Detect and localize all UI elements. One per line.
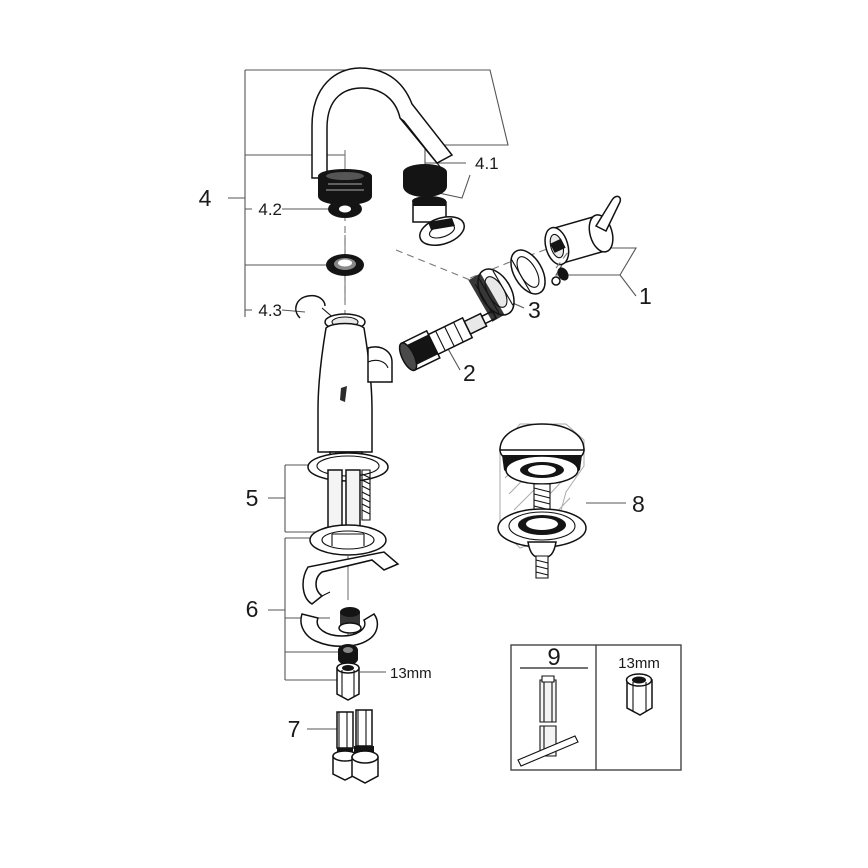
aerator-key bbox=[419, 215, 465, 247]
dimension-label-socket-nut: 13mm bbox=[390, 665, 432, 682]
leader-2 bbox=[446, 346, 461, 371]
installation-tool-icon bbox=[517, 675, 579, 767]
part-bushing bbox=[326, 254, 364, 276]
callout-labels: 4 4.2 4.3 4.1 1 2 3 5 6 7 8 13mm 13mm 9 bbox=[199, 154, 660, 742]
handle-lever-arm bbox=[594, 195, 622, 233]
leader-1 bbox=[619, 274, 637, 297]
body-side-port bbox=[367, 346, 393, 383]
handle-set-screw bbox=[551, 267, 569, 286]
spout-tube-outline bbox=[311, 67, 454, 179]
callout-label-4-2: 4.2 bbox=[258, 200, 282, 219]
brass-nut bbox=[338, 644, 358, 665]
dimension-label-socket-tool: 13mm bbox=[618, 655, 660, 672]
tool-box-number: 9 bbox=[547, 644, 560, 671]
part-cap-ring bbox=[510, 249, 546, 295]
set-screw-axis bbox=[555, 251, 569, 269]
part-popup-waste bbox=[497, 423, 587, 579]
hose-left bbox=[332, 711, 358, 781]
part-cartridge bbox=[398, 309, 498, 372]
axis-cartridge bbox=[395, 249, 471, 281]
callout-label-4-3: 4.3 bbox=[258, 301, 282, 320]
cartridge-neck bbox=[463, 312, 488, 336]
waste-cap-dome bbox=[499, 423, 585, 451]
callout-label-7: 7 bbox=[288, 716, 301, 742]
part-connection-hoses bbox=[332, 709, 379, 784]
callout-label-4: 4 bbox=[199, 185, 212, 211]
part-retaining-ring bbox=[468, 268, 515, 322]
callout-label-2: 2 bbox=[463, 360, 476, 386]
aerator-cap-body bbox=[403, 172, 447, 197]
leader-4-3 bbox=[245, 309, 306, 313]
callout-label-1: 1 bbox=[639, 283, 652, 309]
part-spout bbox=[311, 67, 454, 205]
threaded-rod bbox=[361, 469, 371, 521]
spout-inner-edge bbox=[399, 117, 442, 169]
callout-label-4-1: 4.1 bbox=[475, 154, 499, 173]
axis-ring bbox=[469, 257, 521, 279]
hose-right bbox=[351, 709, 379, 784]
part-mounting-bracket-set bbox=[300, 551, 400, 701]
socket-wrench-icon bbox=[625, 673, 653, 716]
tool-cross-handle bbox=[517, 735, 579, 767]
part-base-washer-set bbox=[307, 452, 389, 556]
cartridge-body bbox=[427, 316, 474, 356]
callout-label-6: 6 bbox=[246, 596, 259, 622]
part-o-ring bbox=[328, 200, 362, 218]
callout-label-3: 3 bbox=[528, 297, 541, 323]
spout-base-collar bbox=[318, 169, 372, 205]
part-faucet-body bbox=[317, 322, 393, 471]
mounting-plate-lower bbox=[300, 607, 379, 647]
callout-label-8: 8 bbox=[632, 491, 645, 517]
tool-box bbox=[510, 644, 682, 771]
part-handle bbox=[544, 195, 622, 286]
socket-nut bbox=[336, 662, 360, 701]
part-aerator bbox=[403, 164, 465, 247]
callout-label-5: 5 bbox=[246, 485, 259, 511]
mounting-plate-upper bbox=[302, 551, 400, 605]
